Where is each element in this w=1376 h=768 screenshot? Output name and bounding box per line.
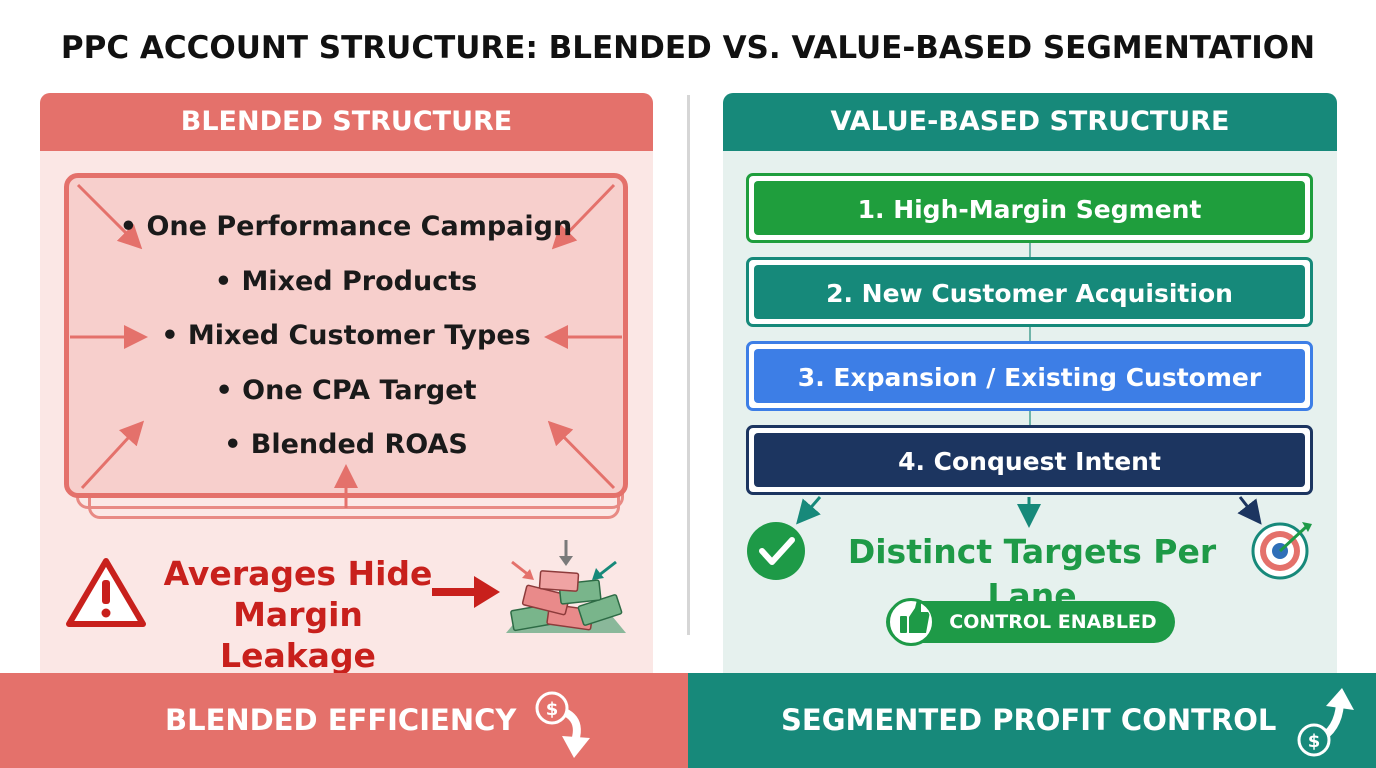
warning-icon	[66, 558, 146, 627]
control-enabled-badge: CONTROL ENABLED	[886, 601, 1175, 643]
arrow-bottom-right	[547, 420, 616, 490]
lane-expansion: 3. Expansion / Existing Customer	[746, 341, 1313, 411]
lane-label: 4. Conquest Intent	[754, 433, 1305, 487]
target-icon	[1251, 522, 1312, 580]
blended-item: • Mixed Customer Types	[161, 320, 531, 351]
arrow-to-check	[796, 496, 822, 525]
checkmark-icon	[747, 522, 805, 580]
blended-items-list: • One Performance Campaign • Mixed Produ…	[64, 205, 628, 478]
arrow-bottom-left	[80, 420, 145, 490]
lane-connector	[1029, 411, 1031, 427]
money-pile-icon	[506, 570, 626, 633]
svg-text:$: $	[546, 699, 559, 720]
red-arrow-icon	[432, 576, 500, 608]
center-divider	[687, 95, 690, 635]
lane-label: 3. Expansion / Existing Customer	[754, 349, 1305, 403]
value-footer-label: SEGMENTED PROFIT CONTROL	[781, 703, 1277, 737]
warning-message: Averages Hide Margin Leakage	[158, 553, 438, 676]
lane-connector	[1029, 327, 1031, 343]
value-based-header: VALUE-BASED STRUCTURE	[723, 93, 1337, 151]
blended-header: BLENDED STRUCTURE	[40, 93, 653, 151]
blended-item: • Mixed Products	[214, 265, 478, 297]
value-footer: SEGMENTED PROFIT CONTROL	[688, 673, 1376, 768]
lane-new-customer: 2. New Customer Acquisition	[746, 257, 1313, 327]
lane-connector	[1029, 243, 1031, 259]
lane-conquest: 4. Conquest Intent	[746, 425, 1313, 495]
warning-line-1: Averages Hide	[163, 554, 433, 593]
lane-label: 1. High-Margin Segment	[754, 181, 1305, 235]
badge-label: CONTROL ENABLED	[949, 611, 1157, 633]
blended-item: • One Performance Campaign	[119, 211, 573, 242]
blended-footer-label: BLENDED EFFICIENCY	[165, 703, 517, 737]
arrow-top-left	[76, 183, 143, 250]
dollar-down-arrow-icon: $	[535, 691, 590, 758]
arrow-to-target	[1237, 496, 1262, 525]
warning-line-2: Margin Leakage	[220, 595, 376, 675]
svg-text:$: $	[1308, 731, 1321, 752]
blended-item: • One CPA Target	[215, 374, 477, 406]
blended-campaign-box	[64, 173, 628, 498]
page-title: PPC ACCOUNT STRUCTURE: BLENDED VS. VALUE…	[60, 30, 1316, 66]
blended-item: • Blended ROAS	[224, 429, 468, 460]
dollar-up-arrow-icon: $	[1297, 688, 1354, 757]
lane-high-margin: 1. High-Margin Segment	[746, 173, 1313, 243]
thumbs-up-icon	[900, 600, 930, 633]
arrow-top-right	[551, 183, 616, 250]
lane-label: 2. New Customer Acquisition	[754, 265, 1305, 319]
